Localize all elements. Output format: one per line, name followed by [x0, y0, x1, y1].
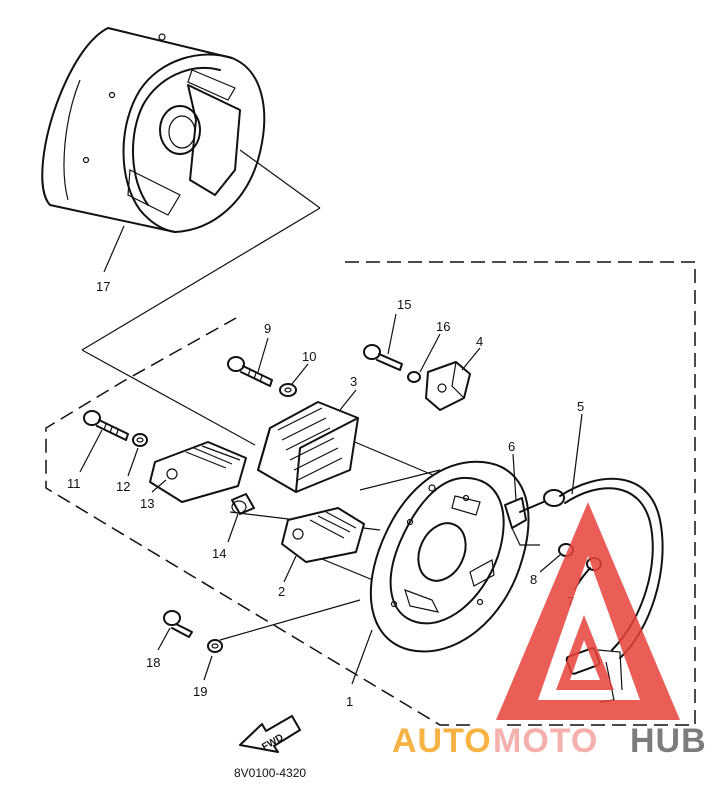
screw-15 [363, 344, 403, 371]
forward-direction-arrow: FWD [239, 715, 301, 753]
lighting-coil-left [149, 441, 247, 503]
collar [231, 493, 255, 515]
pickup-coil [425, 361, 471, 411]
clamp [504, 497, 540, 546]
callout-14: 14 [212, 546, 226, 561]
watermark-moto: MOTO [493, 722, 598, 760]
screw-11 [83, 410, 129, 441]
callout-10: 10 [302, 349, 316, 364]
callout-17: 17 [96, 279, 110, 294]
screw-9 [227, 356, 273, 387]
callout-6: 6 [508, 439, 515, 454]
callouts: 1 2 3 4 5 6 7 8 9 10 11 12 13 14 15 16 1… [67, 279, 589, 709]
callout-16: 16 [436, 319, 450, 334]
callout-19: 19 [193, 684, 207, 699]
callout-3: 3 [350, 374, 357, 389]
callout-8: 8 [530, 572, 537, 587]
callout-12: 12 [116, 479, 130, 494]
callout-9: 9 [264, 321, 271, 336]
callout-1: 1 [346, 694, 353, 709]
watermark-inner-triangle-icon [556, 615, 614, 690]
automotohub-watermark: AUTO MOTO HUB [392, 502, 707, 760]
callout-15: 15 [397, 297, 411, 312]
washer-16 [407, 371, 421, 383]
washer-12 [132, 433, 148, 447]
callout-5: 5 [577, 399, 584, 414]
callout-13: 13 [140, 496, 154, 511]
lighting-coil-right [281, 507, 365, 563]
screw-18 [163, 610, 193, 638]
flywheel-rotor [41, 27, 266, 233]
callout-2: 2 [278, 584, 285, 599]
drawing-code: 8V0100-4320 [234, 766, 306, 780]
stator-base-plate [369, 460, 530, 653]
callout-11: 11 [67, 476, 81, 491]
callout-4: 4 [476, 334, 483, 349]
washer-10 [279, 383, 297, 397]
callout-18: 18 [146, 655, 160, 670]
watermark-hub: HUB [630, 722, 707, 760]
watermark-auto: AUTO [392, 722, 492, 760]
watermark-triangle-icon [496, 502, 680, 720]
assembly-boundary [45, 261, 696, 726]
washer-19 [207, 639, 223, 653]
charge-coil [257, 401, 359, 493]
